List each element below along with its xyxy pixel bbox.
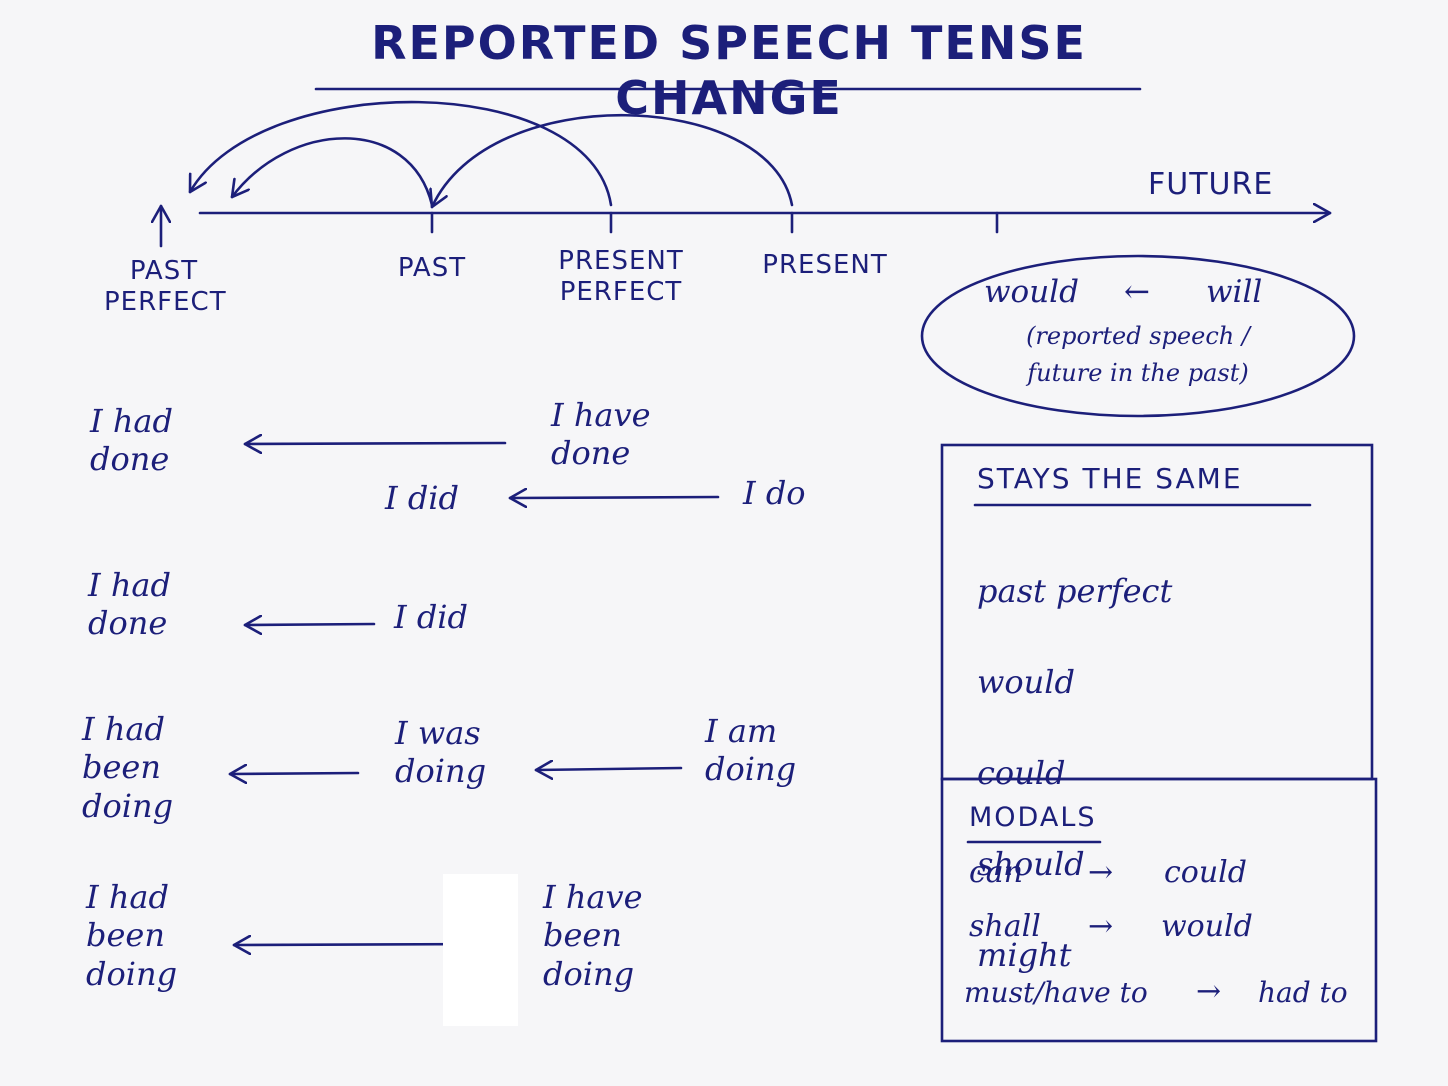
future-note-caption: (reported speech / future in the past) xyxy=(1026,322,1250,388)
row5-direct-text: I have been doing xyxy=(543,878,643,993)
right-arrow-icon: → xyxy=(1196,974,1222,1009)
arc-present-perfect-to-past-perfect xyxy=(188,100,613,207)
modals-heading: MODALS xyxy=(969,802,1097,833)
row4-direct-text: I am doing xyxy=(705,712,797,789)
stays-item-could: could xyxy=(977,754,1066,793)
row1-reported-text: I had done xyxy=(90,402,173,479)
blank-patch xyxy=(443,874,518,1026)
left-arrow-icon: ← xyxy=(1124,274,1150,310)
modals-box xyxy=(940,777,1378,1043)
right-arrow-icon: → xyxy=(1088,909,1114,944)
arrow-have-done-to-had-done xyxy=(243,443,507,444)
modal-from-must-have-to: must/have to xyxy=(964,976,1148,1009)
present-label: PRESENT xyxy=(762,250,888,280)
stays-item-would: would xyxy=(977,663,1075,702)
arc-present-to-past xyxy=(432,113,794,209)
row5-reported-text: I had been doing xyxy=(86,878,178,993)
stays-the-same-list: past perfect would could should might xyxy=(977,524,1172,1024)
past-label: PAST xyxy=(397,253,467,283)
row4-reported-text: I had been doing xyxy=(82,710,174,825)
arrow-am-doing-to-was-doing xyxy=(534,768,683,770)
past-perfect-label: PAST PERFECT xyxy=(104,256,227,318)
will-word: will xyxy=(1206,274,1263,310)
modal-to-would: would xyxy=(1161,909,1253,944)
modal-to-had-to: had to xyxy=(1258,976,1348,1009)
arrow-did-to-had-done xyxy=(243,624,376,625)
row2-direct-text: I do xyxy=(743,474,806,512)
page-title: REPORTED SPEECH TENSE CHANGE xyxy=(371,16,1087,126)
modal-from-can: can xyxy=(969,855,1024,890)
future-note-ellipse xyxy=(920,254,1356,418)
stays-item-should: should xyxy=(977,845,1085,884)
arrow-do-to-did xyxy=(508,497,720,498)
row4-intermediate-text: I was doing xyxy=(395,714,487,791)
row3-direct-text: I did xyxy=(394,598,469,636)
arrow-was-doing-to-had-been-doing xyxy=(228,773,360,774)
right-arrow-icon: → xyxy=(1088,855,1114,890)
row1-direct-text: I have done xyxy=(551,396,651,473)
present-perfect-label: PRESENT PERFECT xyxy=(558,246,684,308)
arc-past-to-past-perfect xyxy=(230,137,434,207)
stays-the-same-heading: STAYS THE SAME xyxy=(977,462,1243,495)
row3-reported-text: I had done xyxy=(88,566,171,643)
stays-item-past-perfect: past perfect xyxy=(977,572,1173,611)
modal-from-shall: shall xyxy=(969,909,1041,944)
would-word: would xyxy=(984,274,1079,310)
row2-reported-text: I did xyxy=(385,479,460,517)
future-label: FUTURE xyxy=(1148,167,1274,202)
modal-to-could: could xyxy=(1164,855,1247,890)
stays-item-might: might xyxy=(977,935,1072,974)
